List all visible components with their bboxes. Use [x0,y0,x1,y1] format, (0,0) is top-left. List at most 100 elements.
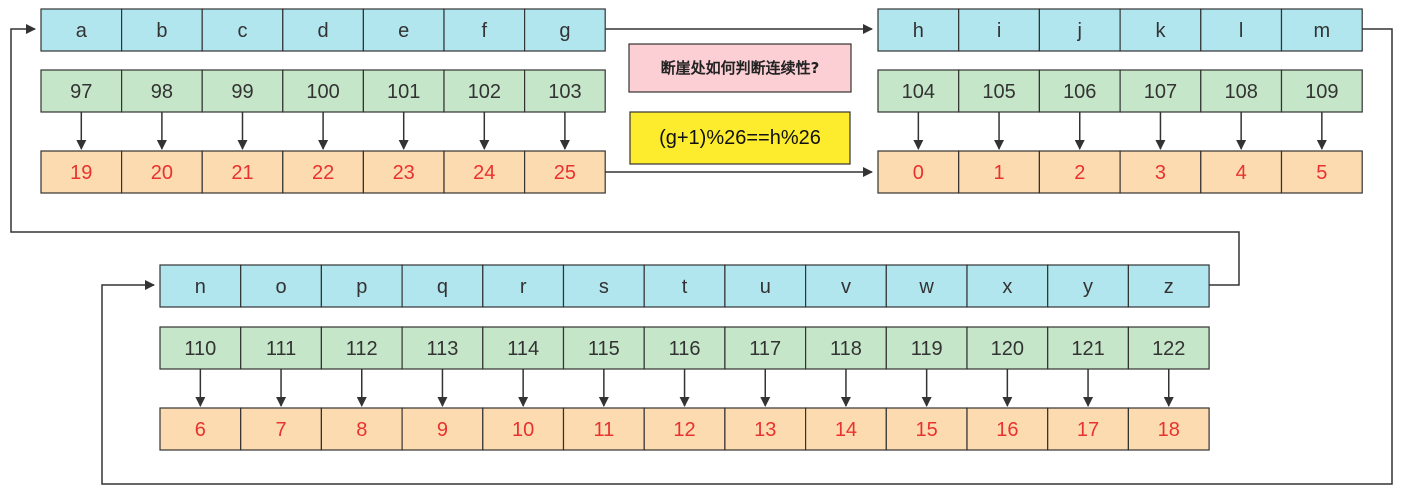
letter-cell-text: d [318,20,329,42]
index-cell [958,150,1041,194]
ascii-cell-text: 100 [306,81,339,103]
letter-cell [482,264,565,308]
letter-cell-text: v [841,276,851,298]
index-cell-text: 11 [593,419,614,441]
index-cell [1280,150,1363,194]
ascii-cell [1280,69,1363,113]
letter-cell-text: s [599,276,609,298]
ascii-cell-text: 110 [184,338,216,360]
ascii-cell [523,69,606,113]
connector-z-to-a [10,24,1240,286]
ascii-cell-text: 117 [749,338,781,360]
ascii-cell [201,69,284,113]
letter-cell-text: z [1164,276,1174,298]
ascii-cell-text: 121 [1071,338,1104,360]
connector-m-to-n [101,28,1393,485]
index-cell [482,407,565,451]
letter-cell-text: l [1239,20,1243,42]
index-cell [1038,150,1121,194]
ascii-cell-text: 122 [1152,338,1185,360]
letter-cell [958,8,1041,52]
letter-cell [562,264,645,308]
index-cell-text: 24 [473,162,495,184]
ascii-cell [885,326,968,370]
letter-cell-text: i [997,20,1001,42]
index-cell-text: 7 [275,419,286,441]
index-cell [562,407,645,451]
letter-cell-text: n [195,276,206,298]
letter-cell [523,8,606,52]
ascii-cell [966,326,1049,370]
index-cell [282,150,364,194]
ascii-cell-text: 99 [231,81,253,103]
letter-cell [282,8,364,52]
letter-cell-text: y [1083,276,1093,298]
ascii-cell-text: 120 [991,338,1024,360]
letter-cell [1200,8,1283,52]
ascii-cell-text: 119 [911,338,943,360]
index-cell-text: 1 [993,162,1004,184]
index-cell [120,150,203,194]
index-cell [1047,407,1129,451]
letter-cell-text: j [1077,20,1082,42]
index-cell-text: 8 [356,419,367,441]
ascii-cell-text: 105 [982,81,1015,103]
letter-cell [159,264,242,308]
index-cell [877,150,960,194]
index-cell [401,407,484,451]
index-cell-text: 22 [312,162,334,184]
index-cell [1119,150,1202,194]
index-cell-text: 15 [916,419,938,441]
ascii-cell [443,69,526,113]
ascii-cell-text: 103 [548,81,581,103]
letter-cell-text: o [275,276,286,298]
letter-cell [120,8,203,52]
letter-cell-text: p [356,276,367,298]
letter-cell [804,264,887,308]
index-cell [320,407,403,451]
index-cell-text: 4 [1236,162,1247,184]
index-cell-text: 17 [1077,419,1099,441]
ascii-cell [804,326,887,370]
letter-cell-text: w [918,276,934,298]
ascii-cell-text: 113 [427,338,459,360]
letter-cell-text: f [482,20,488,42]
ascii-cell [320,326,403,370]
letter-cell-text: x [1002,276,1012,298]
index-cell [40,150,123,194]
ascii-cell-text: 98 [151,81,173,103]
ascii-cell-text: 112 [346,338,378,360]
letter-cell [1038,8,1121,52]
letter-cell [201,8,284,52]
index-cell [724,407,807,451]
index-cell-text: 9 [437,419,448,441]
index-cell-text: 25 [554,162,576,184]
index-cell [1127,407,1210,451]
letter-cell-text: m [1314,20,1331,42]
letter-cell [443,8,526,52]
ascii-cell-text: 106 [1063,81,1096,103]
index-cell-text: 14 [835,419,857,441]
ascii-cell-text: 97 [70,81,92,103]
index-cell-text: 3 [1155,162,1166,184]
index-cell-text: 21 [231,162,253,184]
index-cell [1200,150,1283,194]
ascii-cell-text: 111 [266,338,296,360]
letter-cell [40,8,123,52]
ascii-cell-text: 101 [387,81,420,103]
letter-cell-text: h [913,20,924,42]
letter-cell [724,264,807,308]
letter-cell [1047,264,1129,308]
letter-cell [877,8,960,52]
index-cell [362,150,445,194]
question-note-text: 断崖处如何判断连续性? [661,59,820,77]
ascii-cell [643,326,726,370]
ascii-cell [562,326,645,370]
index-cell [159,407,242,451]
ascii-cell [1200,69,1283,113]
question-note-box [628,43,852,93]
index-cell-text: 16 [996,419,1018,441]
letter-cell-text: c [238,20,248,42]
letter-cell [1280,8,1363,52]
letter-cell [1119,8,1202,52]
